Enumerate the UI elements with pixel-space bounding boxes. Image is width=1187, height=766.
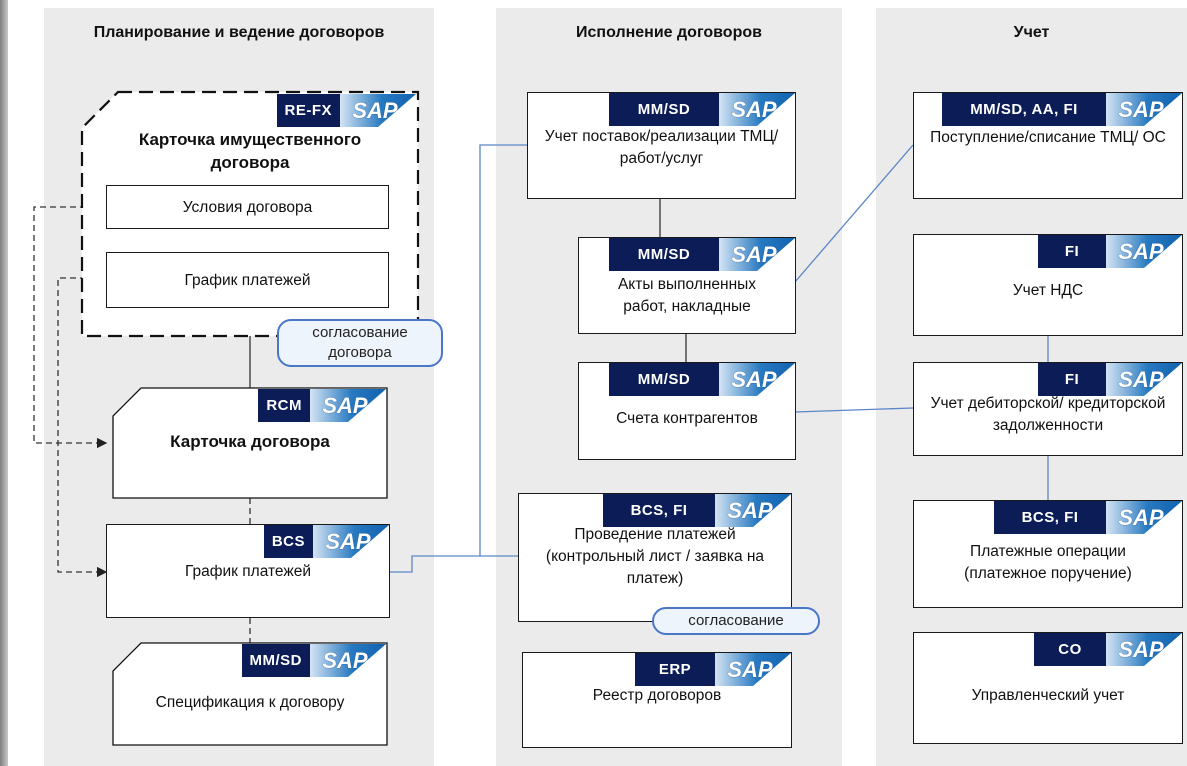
payment-operations-badge: BCS, FI SAP <box>994 501 1182 534</box>
work-acts-badge: MM/SD SAP <box>609 238 795 271</box>
payment-schedule-box[interactable]: BCS SAP График платежей <box>106 524 390 618</box>
supply-accounting-box[interactable]: MM/SD SAP Учет поставок/реализации ТМЦ/р… <box>527 92 796 199</box>
payments-box[interactable]: BCS, FI SAP Проведение платежей (контрол… <box>518 493 792 622</box>
module-label: MM/SD, AA, FI <box>942 93 1106 126</box>
payment-operations-box[interactable]: BCS, FI SAP Платежные операции (платежно… <box>913 500 1183 608</box>
receivables-badge: FI SAP <box>1038 363 1182 396</box>
module-label: MM/SD <box>609 363 719 396</box>
module-label: FI <box>1038 363 1106 396</box>
sap-logo: SAP <box>1106 501 1182 534</box>
payments-badge: BCS, FI SAP <box>603 494 791 527</box>
contract-card-badge: RCM SAP <box>258 389 386 422</box>
connector-acts-to-receipt <box>794 144 914 283</box>
contract-spec-label: Спецификация к договору <box>155 694 345 711</box>
contract-registry-label: Реестр договоров <box>592 687 722 704</box>
receivables-label: Учет дебиторской/ кредиторской задолженн… <box>930 395 1166 434</box>
payments-label: Проведение платежей (контрольный лист / … <box>545 526 765 587</box>
vat-badge: FI SAP <box>1038 235 1182 268</box>
management-accounting-label: Управленческий учет <box>971 687 1125 704</box>
module-label: MM/SD <box>609 93 719 126</box>
sap-logo: SAP <box>1106 363 1182 396</box>
connector-invoices-to-receivables <box>794 407 914 413</box>
module-label: ERP <box>635 653 715 686</box>
module-label: MM/SD <box>241 644 310 677</box>
counterparty-invoices-box[interactable]: MM/SD SAP Счета контрагентов <box>578 362 796 460</box>
module-label: BCS <box>263 525 313 558</box>
module-label: BCS, FI <box>603 494 715 527</box>
receipt-writeoff-badge: MM/SD, AA, FI SAP <box>942 93 1182 126</box>
module-label: RE-FX <box>276 94 340 127</box>
sap-logo: SAP <box>715 653 791 686</box>
property-card[interactable]: RE-FX SAP Карточка имущественного догово… <box>84 94 416 334</box>
supply-accounting-label: Учет поставок/реализации ТМЦ/работ/услуг <box>544 128 779 167</box>
connector-terms-to-card <box>33 206 108 449</box>
sap-logo: SAP <box>719 363 795 396</box>
counterparty-invoices-badge: MM/SD SAP <box>609 363 795 396</box>
module-label: BCS, FI <box>994 501 1106 534</box>
receipt-writeoff-box[interactable]: MM/SD, AA, FI SAP Поступление/списание Т… <box>913 92 1183 199</box>
payment-schedule-label: График платежей <box>185 563 311 580</box>
approval-label: согласование <box>688 612 784 629</box>
sap-logo: SAP <box>719 93 795 126</box>
contract-terms-label: Условия договора <box>182 199 313 216</box>
module-label: MM/SD <box>609 238 719 271</box>
work-acts-box[interactable]: MM/SD SAP Акты выполненных работ, наклад… <box>578 237 796 334</box>
receivables-box[interactable]: FI SAP Учет дебиторской/ кредиторской за… <box>913 362 1183 456</box>
contract-spec-badge: MM/SD SAP <box>241 644 386 677</box>
counterparty-invoices-label: Счета контрагентов <box>616 410 758 427</box>
contract-registry-badge: ERP SAP <box>635 653 791 686</box>
contract-approval-pill: согласование договора <box>277 319 443 367</box>
management-accounting-box[interactable]: CO SAP Управленческий учет <box>913 632 1183 744</box>
supply-accounting-badge: MM/SD SAP <box>609 93 795 126</box>
property-card-badge: RE-FX SAP <box>276 94 416 127</box>
payment-schedule-inner-box[interactable]: График платежей <box>106 252 389 308</box>
contract-terms-box[interactable]: Условия договора <box>106 185 389 229</box>
window-edge <box>0 0 8 766</box>
contract-approval-label: согласование договора <box>312 324 408 361</box>
receipt-writeoff-label: Поступление/списание ТМЦ/ ОС <box>930 129 1166 146</box>
contract-spec-box[interactable]: MM/SD SAP Спецификация к договору <box>114 644 386 744</box>
vat-box[interactable]: FI SAP Учет НДС <box>913 234 1183 336</box>
approval-pill: согласование <box>652 607 820 635</box>
work-acts-label: Акты выполненных работ, накладные <box>617 276 757 315</box>
contract-card-title: Карточка договора <box>170 432 330 451</box>
sap-logo: SAP <box>1106 235 1182 268</box>
management-accounting-badge: CO SAP <box>1034 633 1182 666</box>
module-label: FI <box>1038 235 1106 268</box>
sap-logo: SAP <box>1106 633 1182 666</box>
payment-operations-label: Платежные операции (платежное поручение) <box>964 543 1132 582</box>
sap-logo: SAP <box>715 494 791 527</box>
column-title-accounting: Учет <box>1013 24 1050 41</box>
column-title-planning: Планирование и ведение договоров <box>93 24 385 41</box>
contract-card[interactable]: RCM SAP Карточка договора <box>114 389 386 497</box>
sap-logo: SAP <box>719 238 795 271</box>
connector-bcs-to-supply <box>390 144 527 573</box>
payment-schedule-inner-label: График платежей <box>184 272 311 289</box>
sap-logo: SAP <box>1106 93 1182 126</box>
module-label: CO <box>1034 633 1106 666</box>
column-title-execution: Исполнение договоров <box>576 24 762 41</box>
payment-schedule-badge: BCS SAP <box>263 525 389 558</box>
vat-label: Учет НДС <box>1012 282 1084 299</box>
property-card-title: Карточка имущественного договора <box>138 130 362 172</box>
contract-registry-box[interactable]: ERP SAP Реестр договоров <box>522 652 792 748</box>
sap-logo: SAP <box>310 644 386 677</box>
module-label: RCM <box>258 389 310 422</box>
